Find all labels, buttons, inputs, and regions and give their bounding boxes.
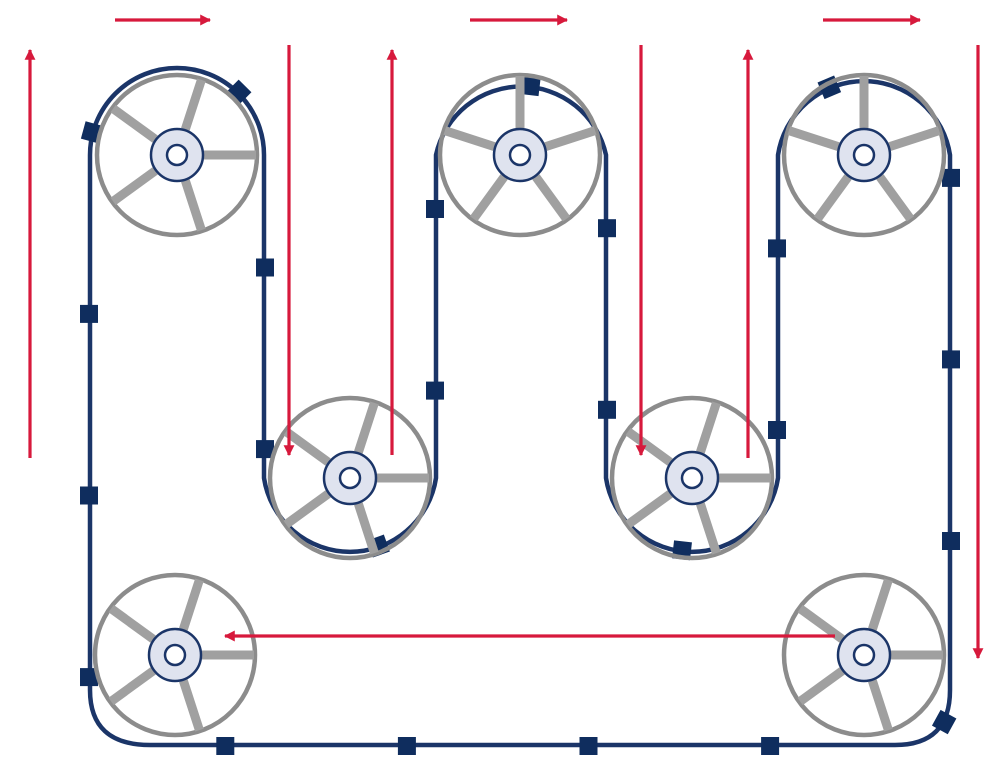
pulley-spoke (179, 679, 204, 732)
pulley-spoke (813, 174, 852, 222)
pulley-spoke (797, 667, 845, 706)
pulley-rim (437, 72, 603, 238)
pulleys (92, 72, 947, 738)
pulley-axle (165, 143, 189, 167)
belt-cleat (931, 709, 957, 735)
belt-cleat (942, 350, 960, 369)
pulley-spoke (469, 174, 508, 222)
pulley-axle (852, 643, 876, 667)
pulley-axle (163, 643, 187, 667)
pulley-spoke (283, 427, 331, 466)
pulley-top-3 (781, 72, 947, 238)
pulley-lower-1 (267, 395, 433, 561)
pulley-spoke (108, 667, 156, 706)
belt-cleat (80, 304, 98, 323)
pulley-spoke (181, 179, 206, 232)
pulley-rim (267, 395, 433, 561)
belt-cleat (761, 737, 780, 755)
pulley-axle (508, 143, 532, 167)
pulley-spoke (108, 604, 156, 643)
belt-cleat (942, 168, 960, 187)
pulley-spoke (532, 174, 571, 222)
pulley-lower-2 (609, 395, 775, 561)
flow-arrows (24, 14, 984, 660)
pulley-spoke (181, 78, 206, 131)
belt-cleat (598, 219, 616, 238)
pulley-spoke (797, 604, 845, 643)
pulley-rim (781, 72, 947, 238)
pulley-spoke (696, 401, 721, 454)
belt-cleat (80, 486, 98, 505)
pulley-top-2 (437, 72, 603, 238)
pulley-rim (781, 572, 947, 738)
pulley-spoke (110, 167, 158, 206)
belt-cleat (426, 381, 444, 400)
belt-cleat (256, 258, 274, 277)
belt-cleat (598, 400, 616, 419)
pulley-spoke (876, 174, 915, 222)
pulley-spoke (625, 490, 673, 529)
belt-cleat (426, 200, 444, 218)
pulley-axle (680, 466, 704, 490)
pulley-spoke (787, 126, 840, 151)
pulley-axle (852, 143, 876, 167)
pulley-spoke (283, 490, 331, 529)
pulley-spoke (696, 502, 721, 555)
pulley-top-1 (94, 72, 260, 238)
pulley-bottom-left (92, 572, 258, 738)
belt-cleat (80, 668, 98, 687)
pulley-axle (338, 466, 362, 490)
belt-cleat (256, 440, 274, 459)
pulley-spoke (544, 126, 597, 151)
belt-cleat (216, 737, 235, 755)
belt-cleat (397, 737, 416, 755)
pulley-spoke (179, 578, 204, 631)
belt-cleat (579, 737, 598, 755)
pulley-spoke (443, 126, 496, 151)
pulley-bottom-right (781, 572, 947, 738)
belt-cleat (768, 421, 786, 439)
pulley-spoke (354, 401, 379, 454)
pulley-rim (609, 395, 775, 561)
pulley-spoke (625, 427, 673, 466)
pulley-rim (92, 572, 258, 738)
pulley-rim (94, 72, 260, 238)
belt-cleat (768, 239, 786, 258)
pulley-spoke (354, 502, 379, 555)
pulley-spoke (868, 679, 893, 732)
belt-cleat (520, 76, 541, 97)
pulley-spoke (868, 578, 893, 631)
pulley-spoke (110, 104, 158, 143)
belt-cleats (80, 75, 960, 755)
pulley-spoke (888, 126, 941, 151)
belt-cleat (942, 532, 960, 550)
